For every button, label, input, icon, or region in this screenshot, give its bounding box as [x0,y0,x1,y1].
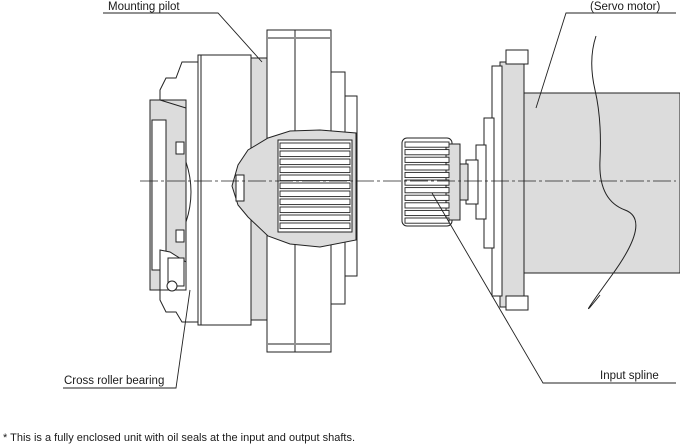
spline-tooth [404,149,450,156]
label-mounting-pilot: Mounting pilot [103,1,263,63]
spline-tooth [404,194,450,201]
spline-tooth [279,214,351,222]
spline-tooth [404,141,450,148]
svg-text:Cross roller bearing: Cross roller bearing [64,375,164,387]
spline-tooth [279,166,351,174]
spline-tooth [404,156,450,163]
spline-tooth [279,206,351,214]
spline-tooth [404,164,450,171]
label-servo-motor: (Servo motor) [535,1,676,109]
spline-tooth [404,187,450,194]
footnote: * This is a fully enclosed unit with oil… [3,432,355,444]
spline-tooth [404,217,450,224]
servo-motor [455,35,680,311]
label-cross-roller-bearing: Cross roller bearing [63,289,191,389]
spline-tooth [404,209,450,217]
input-spline [401,137,461,227]
svg-text:(Servo motor): (Servo motor) [590,1,660,13]
spline-tooth [279,190,351,198]
svg-text:Mounting pilot: Mounting pilot [108,1,180,13]
spline-tooth [279,222,351,230]
label-input-spline: Input spline [431,192,676,384]
spline-tooth [279,174,351,182]
gear-unit [197,29,358,353]
internal-spline-teeth [279,142,351,230]
spline-tooth [279,182,351,190]
spline-tooth [279,142,351,150]
spline-tooth [279,150,351,158]
spline-tooth [404,202,450,209]
spline-tooth [279,198,351,206]
left-flange [149,61,199,323]
spline-tooth [404,171,450,179]
spline-tooth [279,158,351,166]
input-spline-teeth [404,141,450,224]
spline-tooth [404,179,450,186]
svg-text:Input spline: Input spline [600,370,659,382]
